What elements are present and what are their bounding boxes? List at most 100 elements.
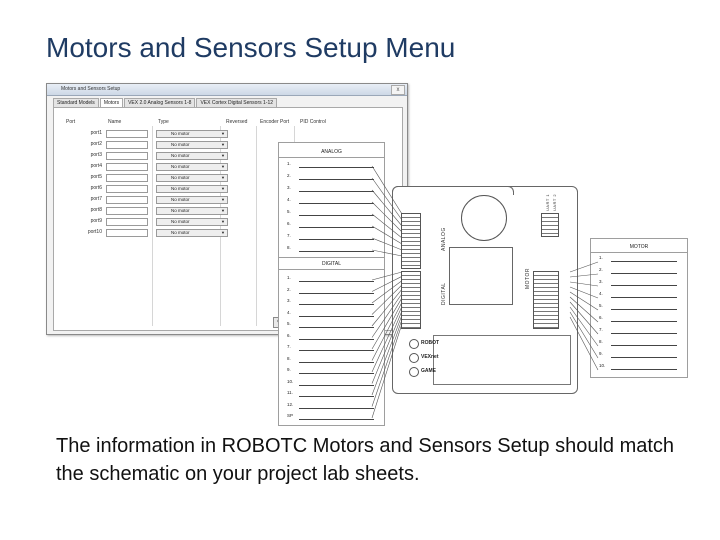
pin-row: SP [279, 411, 384, 422]
pin-number: 2. [287, 286, 291, 292]
pin-write-line [611, 309, 677, 310]
motor-type-value: No motor [171, 164, 190, 169]
motor-type-value: No motor [171, 153, 190, 158]
motor-name-input[interactable] [106, 218, 148, 226]
port-label: port7 [90, 196, 102, 202]
motor-type-select[interactable]: No motor▼ [156, 229, 228, 237]
motor-row: port7 No motor▼ [54, 195, 254, 204]
pin-number: 5. [287, 321, 291, 326]
pin-row: 6. [591, 313, 687, 324]
motor-type-value: No motor [171, 131, 190, 136]
game-led-icon [409, 367, 419, 377]
motor-row: port2 No motor▼ [54, 140, 254, 149]
port-label: port6 [90, 185, 102, 191]
digital-heading: DIGITAL [321, 261, 342, 267]
motor-name-input[interactable] [106, 196, 148, 204]
pin-row: 4. [279, 195, 384, 206]
tab-bar: Standard Models Motors VEX 2.0 Analog Se… [53, 98, 278, 107]
pin-row: 5. [279, 319, 384, 330]
pin-number: 8. [287, 245, 291, 250]
motor-type-select[interactable]: No motor▼ [156, 130, 228, 138]
pin-number: 4. [287, 309, 291, 315]
column-header-reversed: Reversed [226, 119, 248, 125]
column-header-type: Type [158, 119, 169, 125]
pin-number: 2. [599, 267, 603, 272]
tab-digital-sensors[interactable]: VEX Cortex Digital Sensors 1-12 [196, 98, 278, 107]
pin-write-line [299, 338, 374, 340]
motor-type-select[interactable]: No motor ▼ [156, 141, 228, 149]
pin-number: 10. [599, 363, 606, 368]
motor-name-input[interactable] [106, 229, 148, 237]
pin-write-line [611, 369, 677, 370]
motor-name-input[interactable] [106, 185, 148, 193]
tab-motors[interactable]: Motors [99, 98, 124, 107]
pin-row: 5. [279, 207, 384, 218]
pin-write-line [299, 239, 374, 240]
motor-heading: MOTOR [629, 244, 649, 250]
pin-row: 9. [591, 349, 687, 360]
motor-type-select[interactable]: No motor▼ [156, 218, 228, 226]
motor-type-select[interactable]: No motor▼ [156, 174, 228, 182]
motor-type-value: No motor [171, 142, 190, 147]
pin-row: 8. [279, 354, 384, 365]
pin-write-line [299, 350, 374, 351]
pin-write-line [299, 304, 374, 305]
digital-port-label: DIGITAL [441, 282, 447, 305]
chevron-down-icon: ▼ [221, 164, 225, 169]
column-header-port: Port [66, 119, 76, 125]
pin-row: 6. [279, 331, 384, 342]
pin-write-line [299, 179, 374, 180]
battery-slot [449, 247, 513, 305]
motor-name-input[interactable] [106, 207, 148, 215]
pin-number: 2. [287, 173, 291, 178]
pin-number: 8. [599, 339, 603, 344]
motor-name-input[interactable] [106, 174, 148, 182]
divider [279, 157, 384, 158]
tab-standard-models[interactable]: Standard Models [53, 98, 99, 107]
pin-write-line [611, 297, 677, 298]
motor-type-select[interactable]: No motor ▼ [156, 152, 228, 160]
pin-number: 1. [287, 275, 291, 280]
motor-type-select[interactable]: No motor▼ [156, 185, 228, 193]
chevron-down-icon: ▼ [221, 142, 225, 147]
uart1-label: UART 1 [545, 193, 550, 211]
motor-row: port4 No motor ▼ [54, 162, 254, 171]
motor-type-select[interactable]: No motor▼ [156, 196, 228, 204]
pin-write-line [611, 333, 677, 334]
chevron-down-icon: ▼ [221, 175, 225, 180]
motor-row: port10 No motor▼ [54, 228, 254, 237]
pin-number: 7. [599, 327, 603, 332]
window-titlebar: Motors and Sensors Setup x [47, 84, 407, 96]
pin-row: 12. [279, 400, 384, 411]
pin-row: 4. [279, 308, 384, 319]
close-icon[interactable]: x [391, 85, 405, 95]
motor-name-input[interactable] [106, 152, 148, 160]
pin-write-line [299, 292, 374, 294]
pin-number: 4. [287, 197, 291, 202]
motor-name-input[interactable] [106, 163, 148, 171]
robot-led-label: ROBOT [421, 340, 440, 346]
motor-row: port3 No motor▼ [54, 151, 254, 160]
pin-number: SP [287, 413, 294, 418]
chevron-down-icon: ▼ [221, 153, 225, 158]
motor-type-select[interactable]: No motor▼ [156, 207, 228, 215]
motor-row: port1 No motor▼ [54, 129, 254, 138]
tab-analog-sensors[interactable]: VEX 2.0 Analog Sensors 1-8 [124, 98, 196, 107]
pin-write-line [299, 203, 374, 204]
pin-row: 1. [279, 159, 384, 170]
pin-number: 5. [599, 303, 603, 308]
pin-write-line [299, 361, 374, 363]
pin-write-line [299, 373, 374, 374]
motor-type-value: No motor [171, 208, 190, 213]
port-label: port4 [90, 163, 102, 169]
pin-row: 10. [591, 361, 687, 372]
pin-write-line [611, 273, 677, 274]
pin-number: 8. [287, 355, 291, 361]
analog-port-block [401, 213, 421, 269]
motor-name-input[interactable] [106, 130, 148, 138]
motor-name-input[interactable] [106, 141, 148, 149]
pin-number: 5. [287, 209, 291, 214]
motor-type-select[interactable]: No motor ▼ [156, 163, 228, 171]
analog-port-label: ANALOG [441, 227, 447, 251]
cortex-controller: ANALOG DIGITAL MOTOR UART 1 UART 2 ROBOT… [392, 186, 578, 394]
